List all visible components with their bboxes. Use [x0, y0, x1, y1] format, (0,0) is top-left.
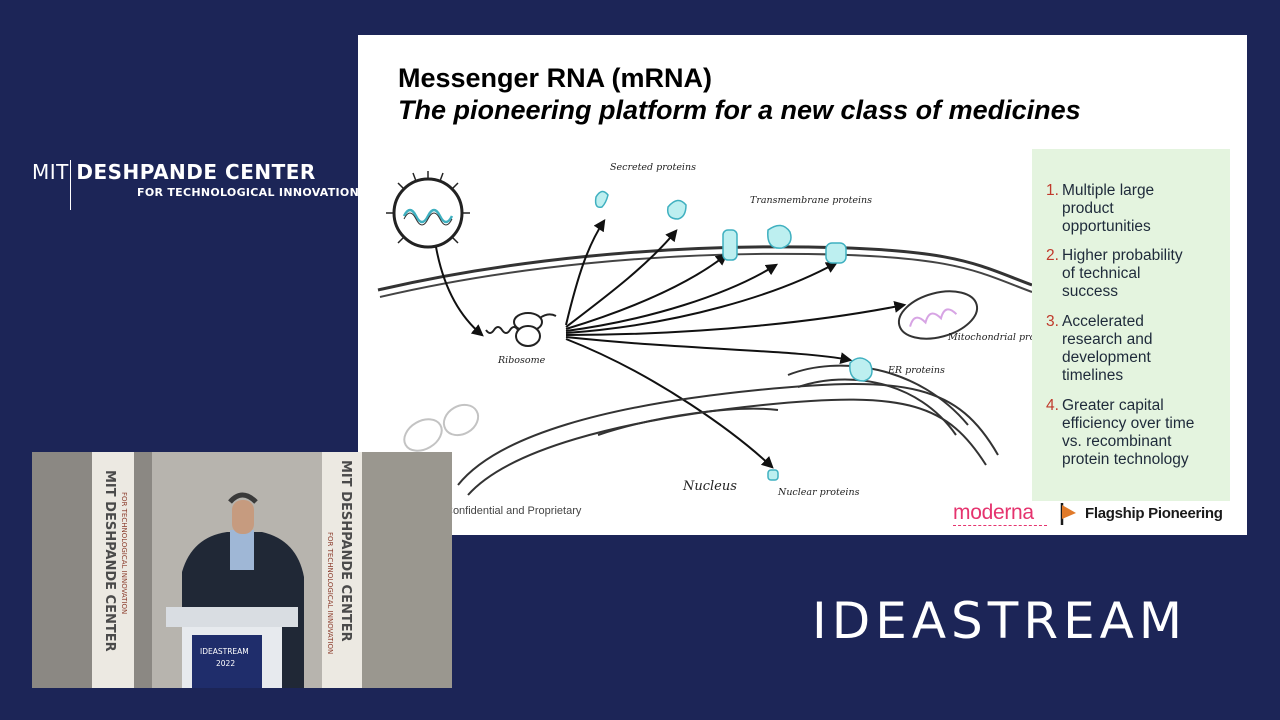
- er-protein: [849, 357, 873, 382]
- cell-membrane: [377, 245, 1032, 292]
- presentation-slide: Messenger RNA (mRNA) The pioneering plat…: [358, 35, 1247, 535]
- benefits-panel: 1. Multiple large product opportunities …: [1032, 149, 1230, 501]
- deshpande-center-logo: MIT DESHPANDE CENTER FOR TECHNOLOGICAL I…: [32, 160, 360, 210]
- endoplasmic-reticulum: [457, 364, 999, 496]
- benefit-item: 4. Greater capital efficiency over time …: [1046, 397, 1195, 468]
- brand-center-name: DESHPANDE CENTER: [76, 160, 316, 184]
- brand-title: MIT DESHPANDE CENTER: [32, 160, 359, 184]
- flagship-icon: [1060, 503, 1076, 525]
- backdrop-right-subtext: FOR TECHNOLOGICAL INNOVATION: [326, 532, 334, 654]
- brand-tagline: FOR TECHNOLOGICAL INNOVATION: [137, 186, 360, 199]
- nuclear-protein: [767, 469, 779, 481]
- cell-membrane-inner: [379, 252, 1032, 298]
- brand-divider: [70, 160, 71, 210]
- speaker-video: MIT DESHPANDE CENTER MIT DESHPANDE CENTE…: [32, 452, 452, 688]
- benefit-item: 1. Multiple large product opportunities: [1046, 182, 1155, 235]
- flagship-pioneering-logo: Flagship Pioneering: [1085, 505, 1223, 522]
- podium-line1: IDEASTREAM: [200, 647, 249, 656]
- label-nuclear-proteins: Nuclear proteins: [777, 487, 860, 498]
- benefit-item: 3. Accelerated research and development …: [1046, 313, 1153, 384]
- slide-subtitle: The pioneering platform for a new class …: [398, 95, 1081, 125]
- benefit-item: 2. Higher probability of technical succe…: [1046, 247, 1183, 300]
- transmembrane-proteins: [722, 224, 847, 264]
- label-mitochondrial-proteins: Mitochondrial proteins: [947, 332, 1032, 343]
- brand-mit: MIT: [32, 160, 69, 184]
- cell-diagram: Secreted proteins Transmembrane proteins…: [377, 162, 1032, 498]
- label-nucleus: Nucleus: [682, 479, 737, 494]
- backdrop-right-text: MIT DESHPANDE CENTER: [338, 460, 353, 642]
- ribosome: [513, 312, 557, 347]
- lipid-nanoparticle: [386, 171, 470, 249]
- label-transmembrane-proteins: Transmembrane proteins: [750, 195, 872, 206]
- moderna-logo-underline: [953, 525, 1047, 526]
- secreted-proteins: [594, 190, 687, 220]
- slide-title: Messenger RNA (mRNA): [398, 63, 713, 93]
- podium: [166, 607, 298, 688]
- moderna-logo: moderna: [953, 501, 1034, 524]
- podium-line2: 2022: [216, 659, 235, 668]
- mitochondria-faded: [403, 403, 480, 452]
- ideastream-wordmark: IDEASTREAM: [812, 592, 1187, 650]
- label-secreted-proteins: Secreted proteins: [610, 162, 696, 173]
- backdrop-left-subtext: FOR TECHNOLOGICAL INNOVATION: [120, 492, 128, 614]
- label-er-proteins: ER proteins: [887, 365, 945, 376]
- label-ribosome: Ribosome: [497, 355, 546, 366]
- mitochondrion: [897, 290, 979, 340]
- speaker-video-frame: MIT DESHPANDE CENTER MIT DESHPANDE CENTE…: [32, 452, 452, 688]
- backdrop-left-text: MIT DESHPANDE CENTER: [102, 470, 117, 652]
- slide-confidential-label: Confidential and Proprietary: [445, 505, 582, 517]
